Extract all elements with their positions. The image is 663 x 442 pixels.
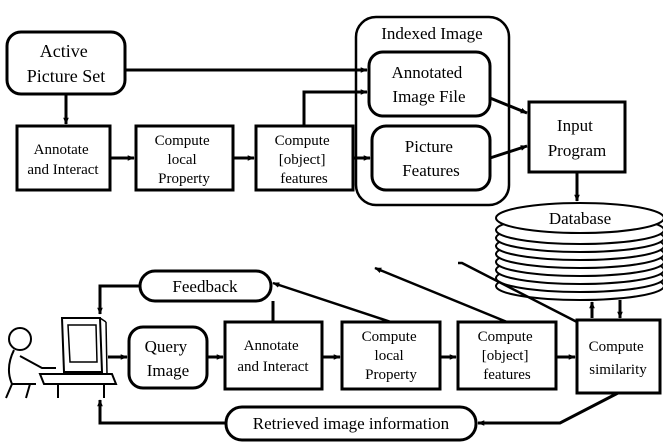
svg-text:Compute [object] f: Compute [object] features bbox=[275, 133, 334, 187]
compute-object-top-line2: [object] bbox=[279, 152, 326, 168]
retrieved-image-information-node: Retrieved image information bbox=[224, 405, 478, 442]
compute-object-features-bottom-node: Compute [object] features bbox=[456, 320, 558, 391]
svg-text:Active Picture Set: Active Picture Set bbox=[27, 41, 106, 86]
query-image-node: Query Image bbox=[127, 325, 209, 390]
svg-text:Query Image: Query Image bbox=[145, 337, 192, 380]
compute-object-features-top-node: Compute [object] features bbox=[254, 124, 355, 192]
compute-similarity-node: Compute similarity bbox=[575, 318, 662, 395]
arrow-retrieved-to-user bbox=[97, 399, 226, 425]
annotate-top-line1: Annotate bbox=[34, 142, 89, 158]
svg-text:Compute similarity: Compute similarity bbox=[589, 339, 648, 378]
database-label: Database bbox=[549, 209, 611, 228]
database-node: Database bbox=[495, 202, 663, 301]
compute-similarity-line2: similarity bbox=[589, 362, 647, 378]
arrow-feedback-line-object bbox=[375, 278, 500, 320]
arrow-feedback-to-user bbox=[97, 284, 140, 315]
compute-local-property-bottom-node: Compute local Property bbox=[340, 320, 442, 391]
annotated-image-file-node: Annotated Image File bbox=[367, 50, 492, 118]
svg-text:Compute local Prop: Compute local Property bbox=[362, 329, 421, 383]
compute-object-bottom-line2: [object] bbox=[482, 348, 529, 364]
compute-local-bottom-line2: local bbox=[375, 348, 404, 364]
flow-arrows bbox=[63, 67, 623, 426]
annotated-image-file-line2: Image File bbox=[392, 87, 465, 106]
svg-text:Compute [object] f: Compute [object] features bbox=[478, 329, 537, 383]
compute-similarity-line1: Compute bbox=[589, 339, 644, 355]
picture-features-line2: Features bbox=[402, 161, 460, 180]
active-picture-set-line2: Picture Set bbox=[27, 66, 106, 86]
query-image-line2: Image bbox=[147, 361, 189, 380]
svg-text:Annotate and Interact: Annotate and Interact bbox=[27, 142, 99, 178]
svg-text:Input Program: Input Program bbox=[548, 116, 607, 160]
arrow-object-to-feedback-top bbox=[374, 266, 508, 324]
compute-local-bottom-line1: Compute bbox=[362, 329, 417, 345]
feedback-node: Feedback bbox=[138, 269, 273, 303]
annotate-bottom-line2: and Interact bbox=[237, 359, 309, 375]
picture-features-line1: Picture bbox=[405, 137, 453, 156]
arrow-picture-features-to-input bbox=[489, 144, 528, 160]
arrow-annotated-file-to-input bbox=[489, 96, 528, 115]
active-picture-set-line1: Active bbox=[40, 41, 88, 61]
svg-text:Annotate and Interact: Annotate and Interact bbox=[237, 338, 309, 375]
arrow-object-to-annotated-file bbox=[302, 89, 368, 126]
indexed-image-title: Indexed Image bbox=[381, 24, 482, 43]
compute-object-bottom-line3: features bbox=[483, 367, 531, 383]
arrow-similarity-to-retrieved bbox=[477, 391, 619, 426]
annotate-interact-bottom-node: Annotate and Interact bbox=[223, 320, 324, 391]
compute-object-top-line1: Compute bbox=[275, 133, 330, 149]
active-picture-set-node: Active Picture Set bbox=[5, 30, 127, 96]
svg-text:Annotated Image File: Annotated Image File bbox=[391, 63, 466, 106]
retrieved-info-label: Retrieved image information bbox=[253, 414, 450, 433]
compute-local-top-line1: Compute bbox=[155, 133, 210, 149]
compute-object-bottom-line1: Compute bbox=[478, 329, 533, 345]
annotate-top-line2: and Interact bbox=[27, 162, 99, 178]
input-program-line1: Input bbox=[557, 116, 593, 135]
compute-object-top-line3: features bbox=[280, 171, 328, 187]
compute-local-bottom-line3: Property bbox=[365, 367, 417, 383]
arrow-local-to-feedback bbox=[272, 281, 392, 324]
annotate-interact-top-node: Annotate and Interact bbox=[15, 124, 112, 192]
input-program-line2: Program bbox=[548, 141, 607, 160]
input-program-node: Input Program bbox=[527, 100, 627, 174]
annotate-bottom-line1: Annotate bbox=[244, 338, 299, 354]
svg-text:Picture Features: Picture Features bbox=[402, 137, 460, 180]
user-at-computer-icon bbox=[5, 317, 118, 399]
compute-local-top-line3: Property bbox=[158, 171, 210, 187]
picture-features-node: Picture Features bbox=[370, 124, 492, 192]
query-image-line1: Query bbox=[145, 337, 188, 356]
arrow-similarity-to-object-feedback bbox=[458, 261, 578, 324]
compute-local-top-line2: local bbox=[168, 152, 197, 168]
svg-text:Compute local Prop: Compute local Property bbox=[155, 133, 214, 187]
feedback-label: Feedback bbox=[172, 277, 238, 296]
compute-local-property-top-node: Compute local Property bbox=[134, 124, 235, 192]
annotated-image-file-line1: Annotated bbox=[391, 63, 462, 82]
